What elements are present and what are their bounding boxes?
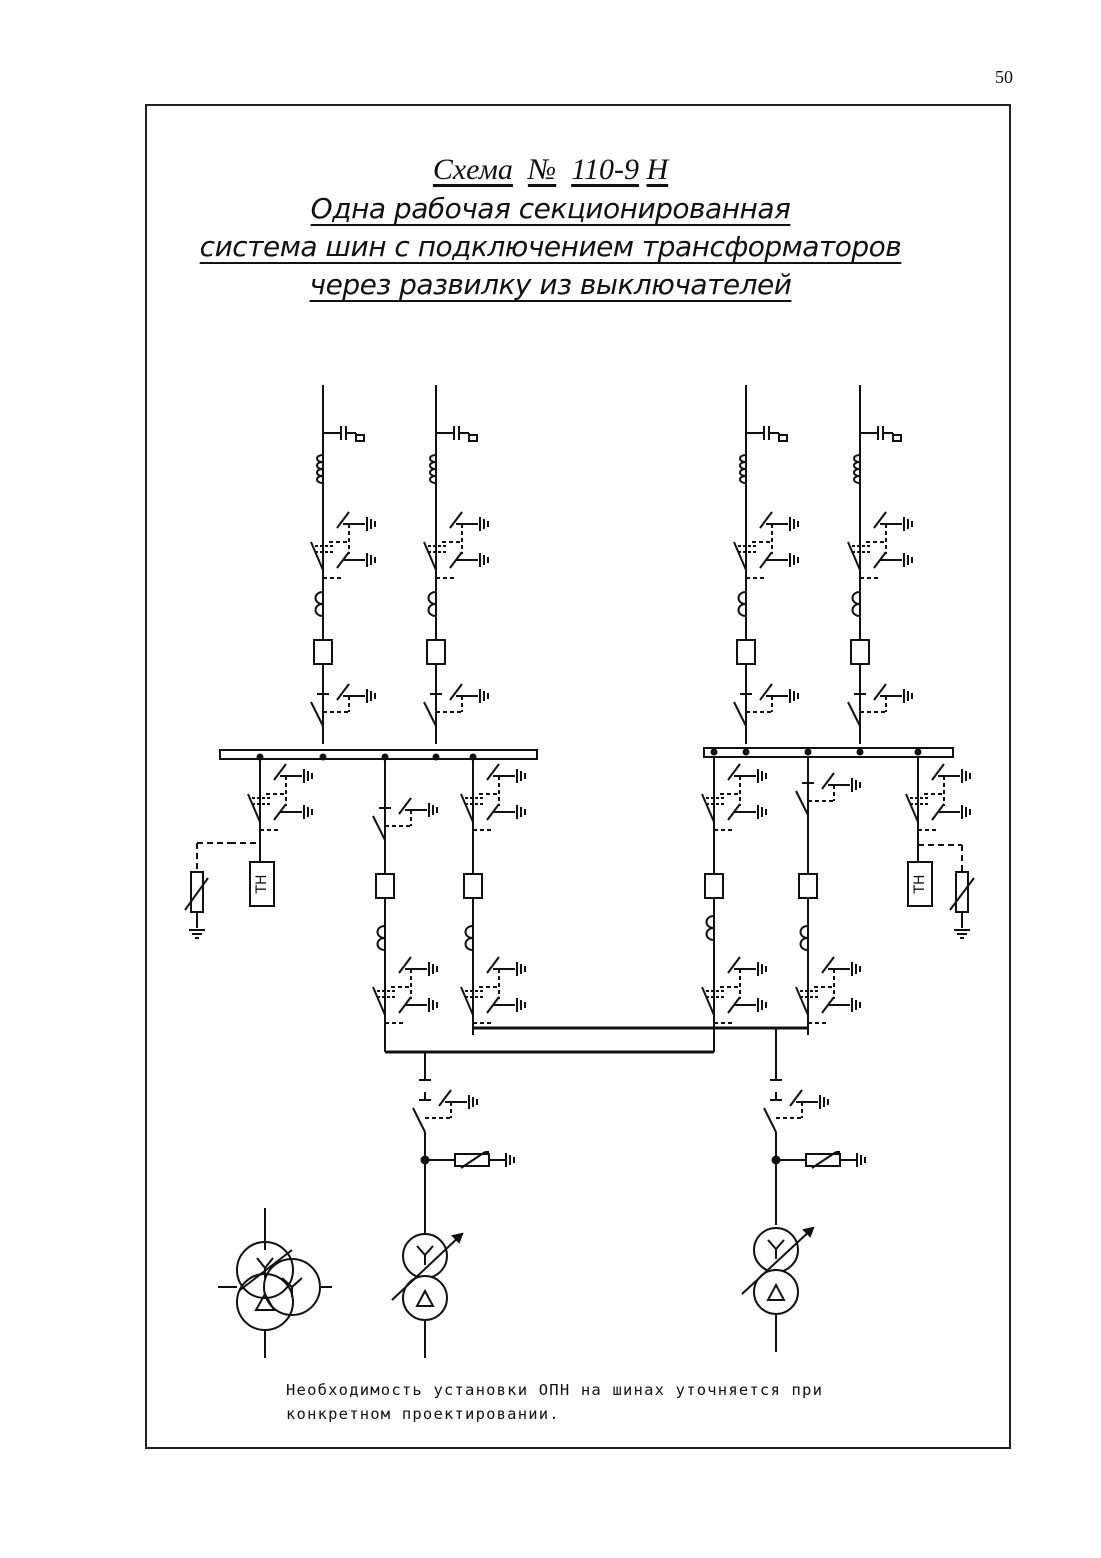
scheme-title: Схема № 110-9 Н (0, 150, 1101, 190)
vt-right-label: ТН (912, 874, 928, 894)
fork-bay-3 (702, 757, 766, 1052)
transformer-feeder-1 (391, 1090, 515, 1358)
scheme-word: Схема (432, 153, 513, 186)
note-line-1: Необходимость установки ОПН на шинах уто… (286, 1381, 824, 1399)
title-block: Схема № 110-9 Н Одна рабочая секциониров… (0, 150, 1101, 304)
drawing-frame (145, 104, 1011, 1449)
line-bay-4 (848, 385, 912, 744)
fork-bay-4 (796, 757, 860, 1035)
line-bay-3 (734, 385, 798, 744)
vt-bay-left (184, 759, 312, 939)
busbar-section-1 (219, 749, 538, 760)
line-bay-2 (424, 385, 488, 744)
title-line-3: система шин с подключением трансформатор… (199, 230, 902, 263)
number-sign: № (527, 153, 557, 186)
scheme-suffix: Н (646, 153, 669, 186)
three-winding-transformer-symbol (218, 1208, 332, 1358)
page-number: 50 (995, 67, 1013, 87)
vt-bay-right (906, 757, 975, 939)
line-bay-1 (311, 385, 375, 744)
title-line-4: через развилку из выключателей (309, 268, 792, 301)
fork-bay-2 (461, 759, 525, 1035)
title-line-2: Одна рабочая секционированная (310, 192, 791, 225)
vt-left-label: ТН (254, 874, 270, 894)
scheme-code: 110-9 (571, 153, 639, 186)
transformer-feeder-2 (741, 1090, 866, 1352)
design-note: Необходимость установки ОПН на шинах уто… (286, 1378, 986, 1426)
busbar-section-2 (703, 747, 954, 758)
note-line-2: конкретном проектировании. (286, 1405, 560, 1423)
fork-bay-1 (373, 759, 437, 1052)
